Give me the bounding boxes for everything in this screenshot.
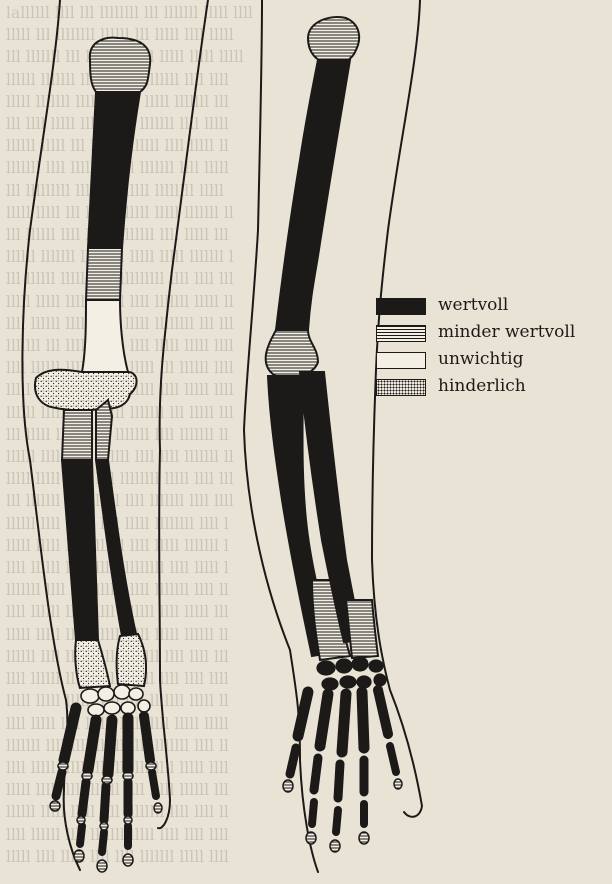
right-arm	[266, 17, 402, 852]
left-carpals	[81, 685, 150, 716]
right-humerus-lower-hatch	[266, 330, 318, 378]
left-humerus-hatch-band	[86, 248, 122, 300]
legend-item-unwichtig: unwichtig	[376, 352, 606, 379]
right-carpals	[317, 657, 386, 690]
legend-label: minder wertvoll	[438, 322, 575, 342]
right-humerus-head	[308, 17, 359, 64]
left-radius-upper-hatch	[62, 410, 92, 460]
legend-item-minder-wertvoll: minder wertvoll	[376, 325, 606, 352]
left-humerus-head	[90, 38, 150, 95]
left-humerus-lower	[82, 300, 128, 372]
legend: wertvoll minder wertvoll unwichtig hinde…	[376, 298, 606, 406]
legend-item-wertvoll: wertvoll	[376, 298, 606, 325]
legend-label: wertvoll	[438, 295, 508, 315]
legend-swatch-dotted	[376, 379, 426, 396]
left-ulna-distal-dotted	[117, 634, 146, 686]
left-radius-shaft	[62, 460, 98, 640]
left-humerus-shaft	[88, 92, 140, 248]
legend-swatch-black	[376, 298, 426, 315]
right-humerus-shaft	[276, 60, 350, 330]
left-hand-bones	[50, 708, 162, 872]
legend-item-hinderlich: hinderlich	[376, 379, 606, 406]
legend-swatch-white	[376, 352, 426, 369]
left-radius-distal-dotted	[75, 640, 110, 688]
left-arm-outline-right	[158, 0, 208, 828]
left-elbow-dotted	[35, 370, 137, 411]
legend-label: hinderlich	[438, 376, 526, 396]
legend-swatch-hatched	[376, 325, 426, 342]
left-arm	[35, 38, 162, 872]
right-ulna-lower-hatch	[346, 600, 378, 658]
legend-label: unwichtig	[438, 349, 524, 369]
left-ulna-upper-hatch	[96, 400, 112, 460]
left-ulna-shaft	[96, 460, 136, 636]
